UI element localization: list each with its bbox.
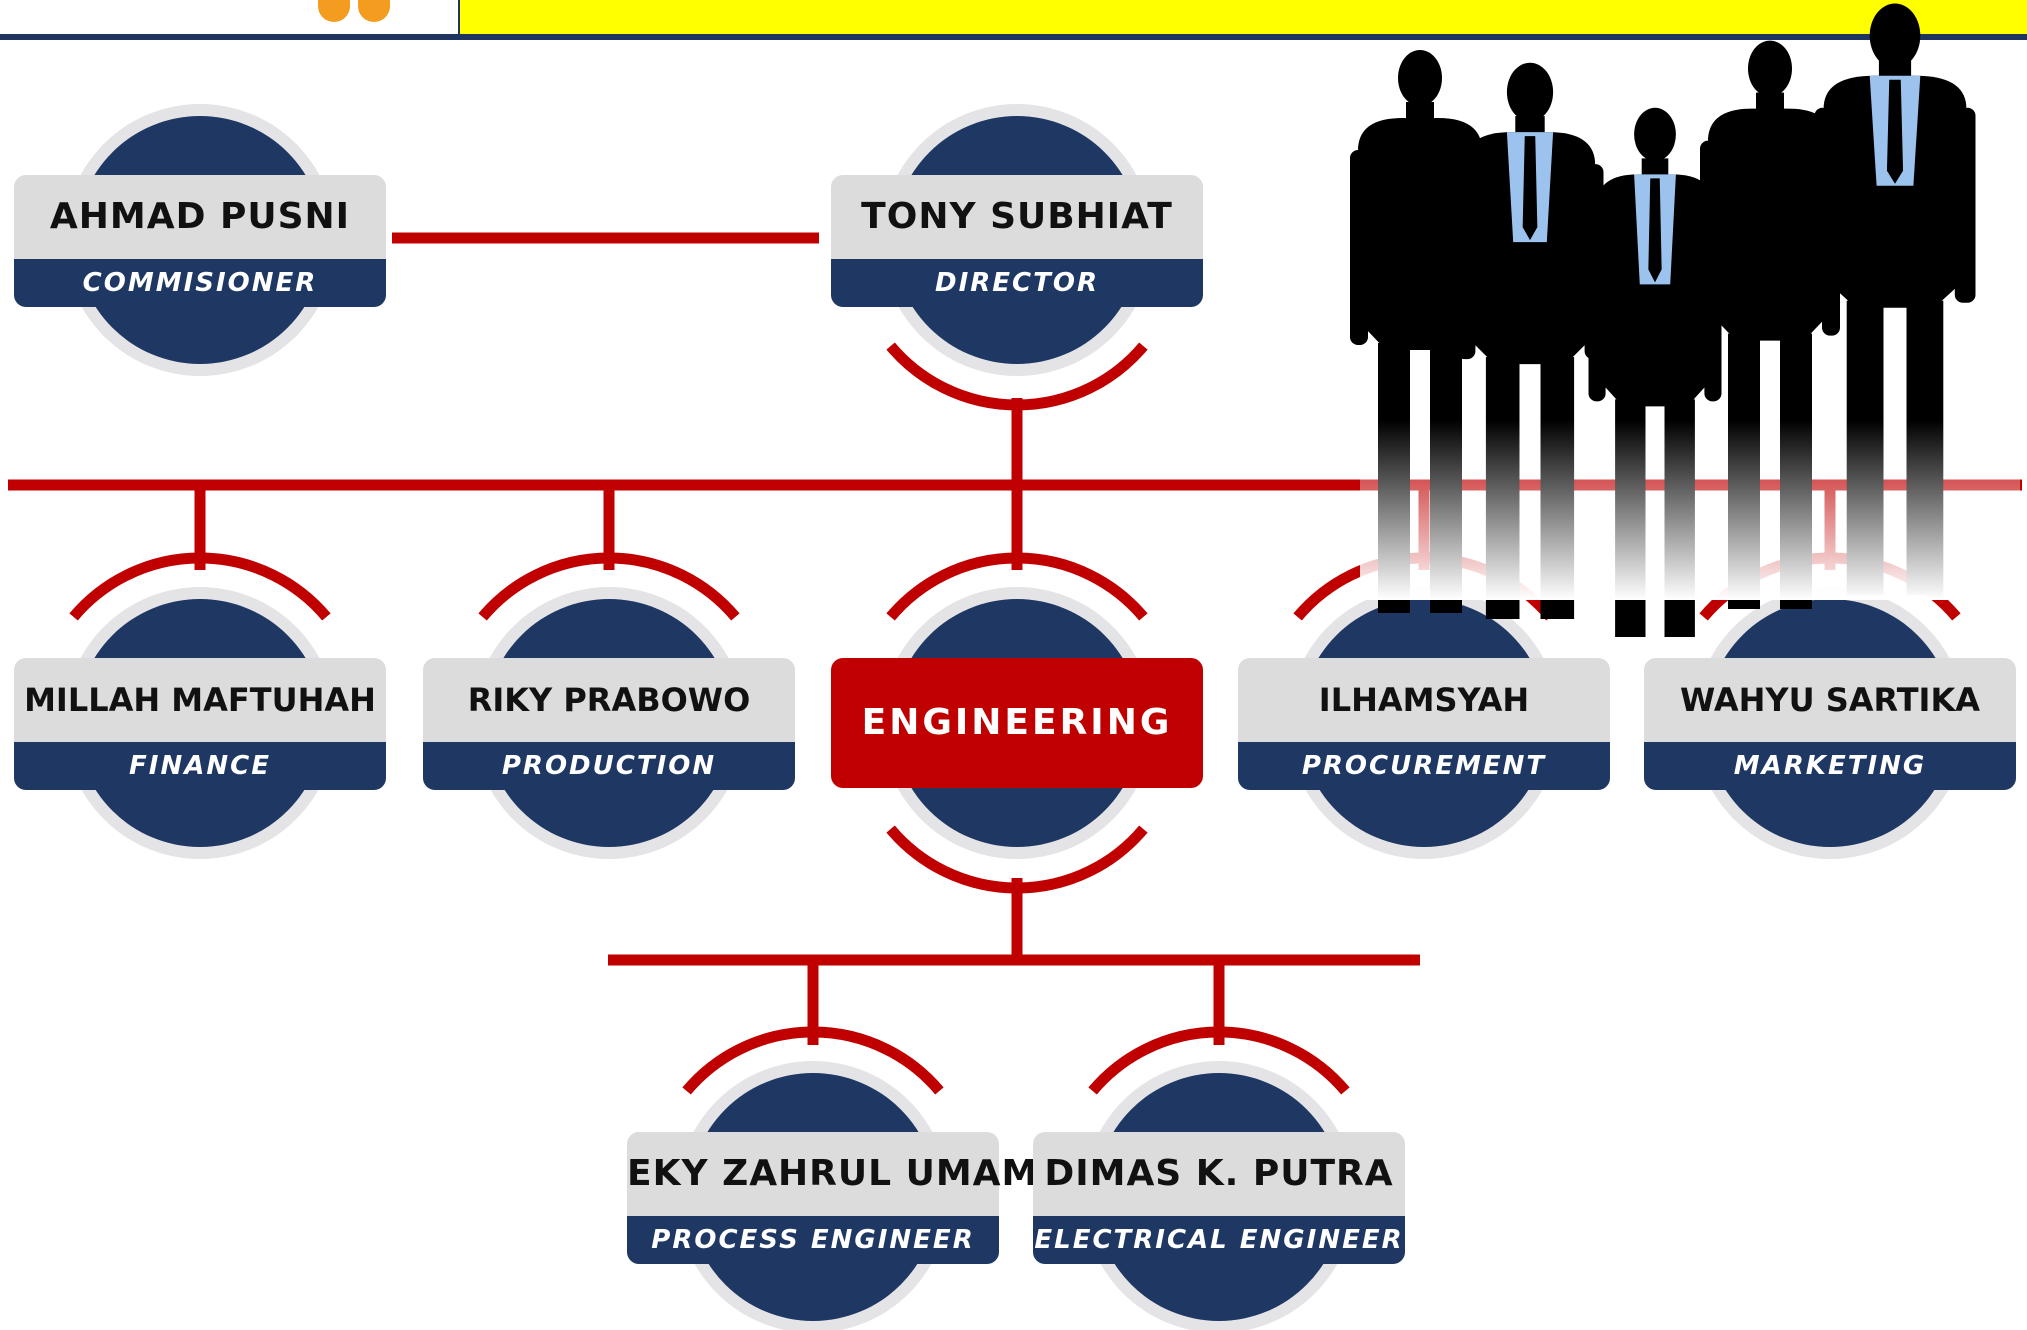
director-arc <box>886 342 1148 411</box>
card-name-panel <box>14 658 386 742</box>
head <box>1748 40 1792 97</box>
header-divider <box>458 0 460 34</box>
engineering-arc <box>886 825 1148 894</box>
torso <box>1708 108 1832 341</box>
department-arc-2 <box>886 552 1148 621</box>
card-title: FINANCE <box>129 751 271 781</box>
torso <box>1358 118 1482 350</box>
process-engineer-card: EKY ZAHRUL UMAM PROCESS ENGINEER <box>627 1132 1039 1264</box>
card-name: ENGINEERING <box>861 702 1173 743</box>
card-name-panel <box>1238 658 1610 742</box>
tie <box>1522 136 1538 241</box>
finance-card: MILLAH MAFTUHAH FINANCE <box>14 658 386 790</box>
card-name-panel <box>627 1132 999 1216</box>
card-name-panel <box>831 175 1203 259</box>
card-name: TONY SUBHIAT <box>861 196 1173 237</box>
left-arm <box>1588 206 1606 402</box>
floor-reflection <box>1360 420 2020 600</box>
left-arm <box>1456 164 1476 360</box>
card-name-panel <box>1644 658 2016 742</box>
commissioner-card: AHMAD PUSNI COMMISIONER <box>14 175 386 307</box>
card-title-panel <box>627 1216 999 1264</box>
card-name: RIKY PRABOWO <box>467 681 751 719</box>
card-title: ELECTRICAL ENGINEER <box>1034 1225 1404 1255</box>
left-arm <box>1700 140 1718 336</box>
torso <box>1464 132 1596 365</box>
right-arm <box>1954 107 1976 303</box>
card-name: DIMAS K. PUTRA <box>1044 1153 1394 1194</box>
neck <box>1641 158 1669 177</box>
tie <box>1886 79 1904 184</box>
torso <box>1596 174 1714 407</box>
neck <box>1515 116 1545 135</box>
card-title-panel <box>14 259 386 307</box>
card-name: WAHYU SARTIKA <box>1679 681 1980 719</box>
left-arm <box>1350 150 1368 345</box>
card-title-panel <box>1238 742 1610 790</box>
card-title-panel <box>831 259 1203 307</box>
header-bar <box>460 0 2027 34</box>
card-name: EKY ZAHRUL UMAM <box>627 1153 1039 1194</box>
logo-dot-icon <box>318 0 350 22</box>
card-name-panel <box>423 658 795 742</box>
marketing-card: WAHYU SARTIKA MARKETING <box>1644 658 2016 790</box>
neck <box>1878 59 1912 78</box>
staff-arc-1 <box>1088 1026 1350 1095</box>
head <box>1869 3 1921 68</box>
tie <box>1648 178 1662 283</box>
head <box>1634 107 1676 161</box>
neck <box>1756 92 1784 111</box>
torso <box>1823 75 1967 308</box>
department-arc-1 <box>478 552 740 621</box>
card-name-panel <box>14 175 386 259</box>
header-rule <box>0 34 2027 40</box>
procurement-card: ILHAMSYAH PROCUREMENT <box>1238 658 1610 790</box>
card-name: ILHAMSYAH <box>1318 681 1530 719</box>
card-name-panel <box>1033 1132 1405 1216</box>
neck <box>1406 102 1434 120</box>
card-name: MILLAH MAFTUHAH <box>24 681 376 719</box>
engineering-card: ENGINEERING <box>831 658 1203 788</box>
card-title: PROCUREMENT <box>1301 751 1547 781</box>
electrical-engineer-card: DIMAS K. PUTRA ELECTRICAL ENGINEER <box>1033 1132 1405 1264</box>
card-title: PROCESS ENGINEER <box>651 1225 975 1255</box>
card-title: PRODUCTION <box>501 751 717 781</box>
director-card: TONY SUBHIAT DIRECTOR <box>831 175 1203 307</box>
card-title: COMMISIONER <box>82 268 318 298</box>
card-title: DIRECTOR <box>935 268 1099 298</box>
production-card: RIKY PRABOWO PRODUCTION <box>423 658 795 790</box>
card-title: MARKETING <box>1733 751 1927 781</box>
logo-dot-icon <box>358 0 390 22</box>
business-people-silhouette-icon <box>1350 3 2020 637</box>
card-name: AHMAD PUSNI <box>49 196 351 237</box>
card-title-panel <box>1644 742 2016 790</box>
head <box>1398 50 1442 106</box>
card-title-panel <box>14 742 386 790</box>
head <box>1506 62 1554 122</box>
staff-arc-0 <box>682 1026 944 1095</box>
card-title-panel <box>1033 1216 1405 1264</box>
card-title-panel <box>423 742 795 790</box>
left-arm <box>1814 107 1836 303</box>
department-arc-0 <box>69 552 331 621</box>
